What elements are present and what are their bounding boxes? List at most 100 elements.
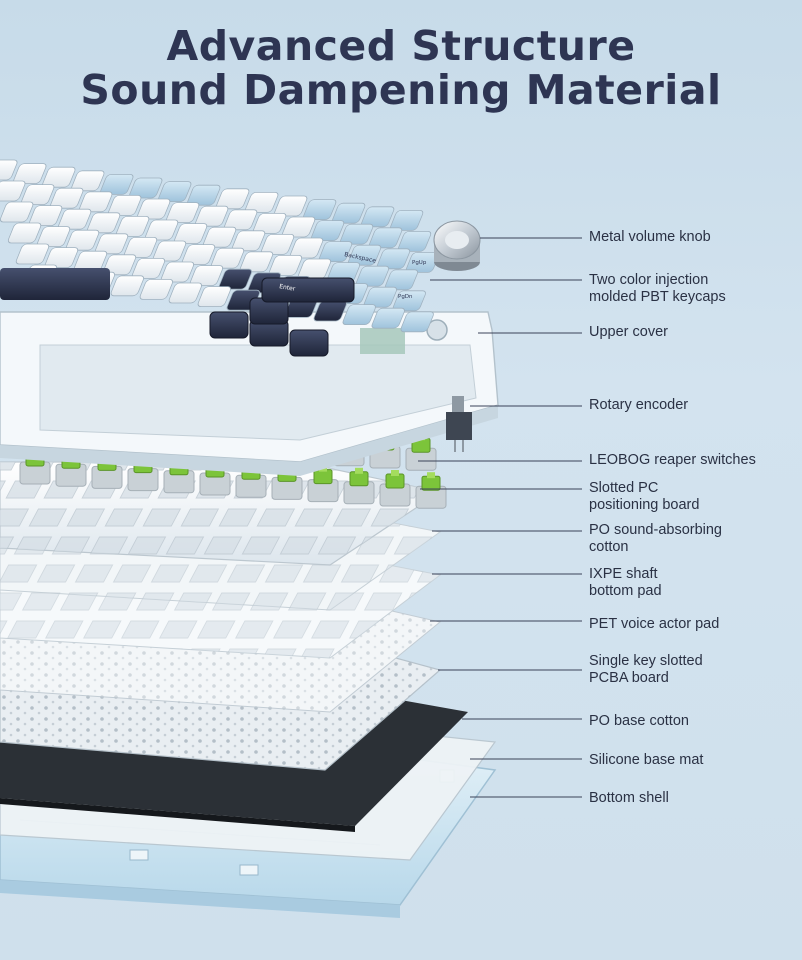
rotary-encoder [446,396,472,452]
keycap [71,170,105,192]
label-pc-board: Slotted PC positioning board [589,480,699,514]
label-line: IXPE shaft [589,566,658,582]
label-line: positioning board [589,497,700,513]
label-rotary-encoder: Rotary encoder [589,397,688,414]
keycap-legend-pgdn: PgDn [398,294,413,300]
keycap [376,248,411,270]
keycap [110,275,145,297]
keycap [0,180,26,202]
switch [343,467,375,505]
label-metal-volume-knob: Metal volume knob [589,229,711,246]
keycap [302,199,337,221]
keycap [339,223,374,245]
keycap [42,166,76,188]
keycap [281,216,316,238]
label-line: bottom pad [589,583,662,599]
keycap [274,195,308,217]
keycap [252,212,287,234]
keycap [50,187,84,209]
keycap [139,278,174,300]
keycap [115,215,150,237]
keycap [131,257,166,279]
keycap [355,265,390,287]
keycap [168,282,202,304]
label-upper-cover: Upper cover [589,324,668,341]
keycap [0,201,34,223]
keycap [102,254,137,276]
keycap [144,219,179,241]
keycap [129,177,163,199]
label-line: Slotted PC [589,480,659,496]
keycap-legend-enter: Enter [279,283,297,293]
label-silicone-mat: Silicone base mat [589,752,703,769]
keycap [57,208,92,230]
keycap [165,202,200,224]
keycap [289,237,324,259]
keycap [347,244,382,266]
keycap [152,240,187,262]
keycap [94,233,129,255]
keycap [136,198,171,220]
keycap [189,265,224,287]
keycap [194,205,229,227]
metal-volume-knob [433,220,481,271]
label-line: PET voice actor pad [589,616,720,632]
keycap [65,229,100,251]
label-bottom-shell: Bottom shell [589,790,669,807]
keycap [389,209,424,231]
keycap [371,307,405,329]
label-pcba: Single key slotted PCBA board [589,653,703,687]
keycap [28,205,63,227]
upper-cover-layer [0,311,499,476]
label-po-cotton: PO sound-absorbing cotton [589,522,722,556]
title-line-1: Advanced Structure [166,22,636,70]
keycap [181,244,216,266]
label-line: PO sound-absorbing [589,522,722,538]
label-line: Two color injection [589,272,709,288]
label-ixpe-pad: IXPE shaft bottom pad [589,566,662,600]
label-line: PCBA board [589,670,669,686]
keycap [360,206,395,228]
keycap [209,311,249,339]
keycap [187,184,221,206]
keycap [289,329,329,357]
keycap [231,230,266,252]
label-line: Rotary encoder [589,397,689,413]
keycap [363,286,397,308]
keycap [173,223,208,245]
keycap [158,181,192,203]
keycap [79,191,113,213]
keycap [384,269,419,291]
keycap [0,268,110,300]
keycap [261,277,355,303]
label-po-base-cotton: PO base cotton [589,713,689,730]
keycap [15,243,50,265]
leader-lines [418,237,582,798]
keycap [44,247,79,269]
keycap [310,220,345,242]
switch [379,470,411,507]
keycaps-layer [0,159,440,357]
label-line: LEOBOG reaper switches [589,452,756,468]
keycap [160,261,195,283]
label-line: Upper cover [589,324,668,340]
switch [307,465,339,503]
keycap [7,222,42,244]
label-line: Bottom shell [589,790,669,806]
label-line: Silicone base mat [589,752,704,768]
keycap [100,173,134,195]
label-line: cotton [589,539,629,555]
keycap [86,212,121,234]
keycap [342,304,376,326]
keycap [318,241,353,263]
keycap [223,209,258,231]
keycap [36,226,71,248]
keycap [202,226,237,248]
label-pet-pad: PET voice actor pad [589,616,719,633]
keycap [268,254,303,276]
keycap [13,163,47,185]
keycap [331,202,366,224]
switch [415,472,447,509]
keycap [368,227,403,249]
